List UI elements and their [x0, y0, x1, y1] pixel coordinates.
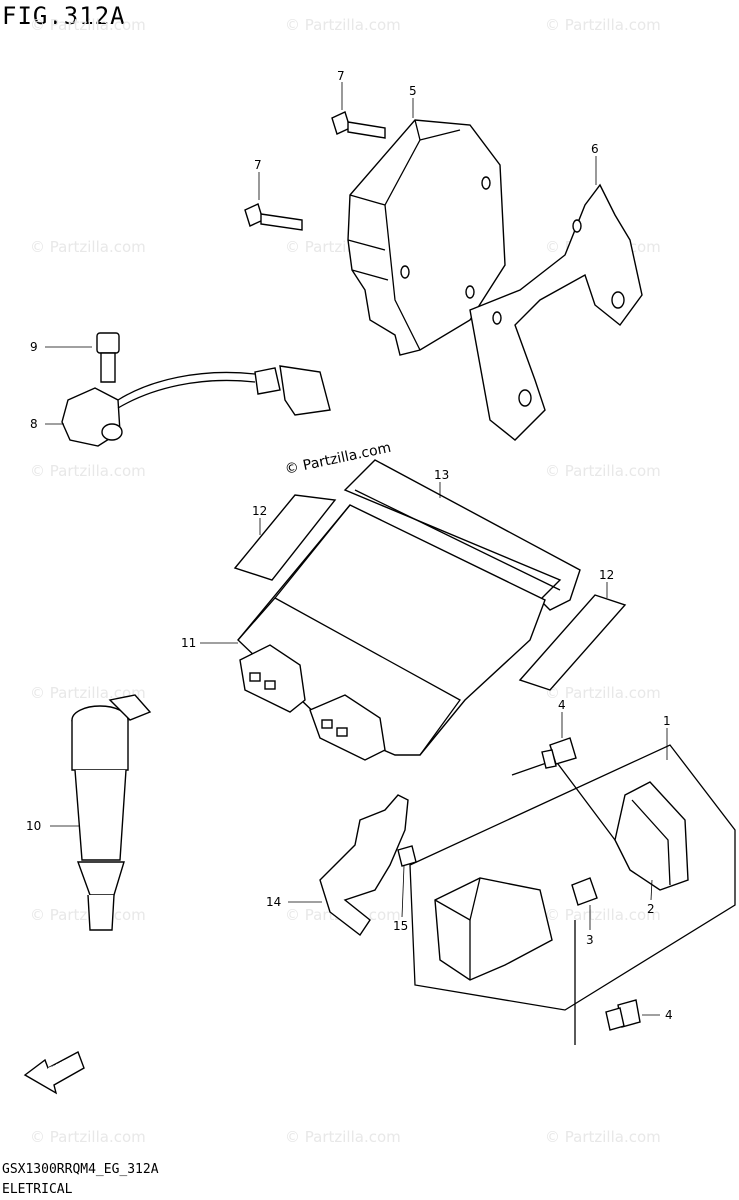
relay-block[interactable] [434, 877, 553, 981]
part-15-bolt[interactable] [397, 845, 417, 867]
part-11-ecu[interactable] [237, 504, 546, 761]
leader-lines [45, 82, 668, 1016]
callout-14: 14 [266, 895, 281, 909]
callout-7: 7 [254, 158, 262, 172]
callout-8: 8 [30, 417, 38, 431]
figure-section: ELETRICAL [2, 1182, 73, 1197]
part-6-bracket[interactable] [469, 183, 643, 441]
watermark: © Partzilla.com [545, 16, 661, 34]
part-10-ignition-coil[interactable] [71, 694, 152, 931]
part-12-pad-right[interactable] [518, 594, 627, 691]
watermark: © Partzilla.com [545, 906, 661, 924]
part-5-module[interactable] [347, 119, 506, 356]
part-7-bolt-upper[interactable] [331, 111, 386, 139]
part-8-sensor[interactable] [61, 365, 331, 447]
part-7-bolt-lower[interactable] [244, 203, 303, 231]
callout-13: 13 [434, 468, 449, 482]
part-12-pad-left[interactable] [233, 494, 337, 581]
part-14-bracket[interactable] [319, 794, 409, 937]
watermark: © Partzilla.com [30, 238, 146, 256]
part-2-cover[interactable] [614, 781, 689, 891]
watermark: © Partzilla.com [30, 16, 146, 34]
callout-4: 4 [665, 1008, 673, 1022]
callout-7: 7 [337, 69, 345, 83]
figure-code: GSX1300RRQM4_EG_312A [2, 1162, 159, 1177]
callout-11: 11 [181, 636, 196, 650]
callout-10: 10 [26, 819, 41, 833]
watermark: © Partzilla.com [30, 462, 146, 480]
callout-1: 1 [663, 714, 671, 728]
fwd-arrow: FWD [23, 1051, 85, 1095]
figure-title: FIG.312A [2, 2, 126, 30]
callout-3: 3 [586, 933, 594, 947]
watermark: © Partzilla.com [285, 16, 401, 34]
watermark: © Partzilla.com [545, 462, 661, 480]
watermark: © Partzilla.com [30, 906, 146, 924]
watermark: © Partzilla.com [30, 1128, 146, 1146]
part-3-terminal[interactable] [571, 877, 598, 906]
watermark: © Partzilla.com [545, 684, 661, 702]
callout-12: 12 [252, 504, 267, 518]
callouts: 7 5 7 6 9 8 13 12 12 11 4 1 10 2 3 4 14 … [26, 69, 673, 1022]
watermark: © Partzilla.com [545, 1128, 661, 1146]
part-4-bolt-upper[interactable] [541, 737, 577, 769]
callout-12: 12 [599, 568, 614, 582]
callout-9: 9 [30, 340, 38, 354]
part-4-bolt-lower[interactable] [605, 999, 641, 1031]
callout-6: 6 [591, 142, 599, 156]
part-9-bolt[interactable] [96, 332, 120, 383]
callout-5: 5 [409, 84, 417, 98]
watermark: © Partzilla.com [285, 1128, 401, 1146]
callout-15: 15 [393, 919, 408, 933]
callout-2: 2 [647, 902, 655, 916]
part-13-strap[interactable] [343, 459, 581, 611]
callout-4: 4 [558, 698, 566, 712]
watermark: © Partzilla.com [30, 684, 146, 702]
